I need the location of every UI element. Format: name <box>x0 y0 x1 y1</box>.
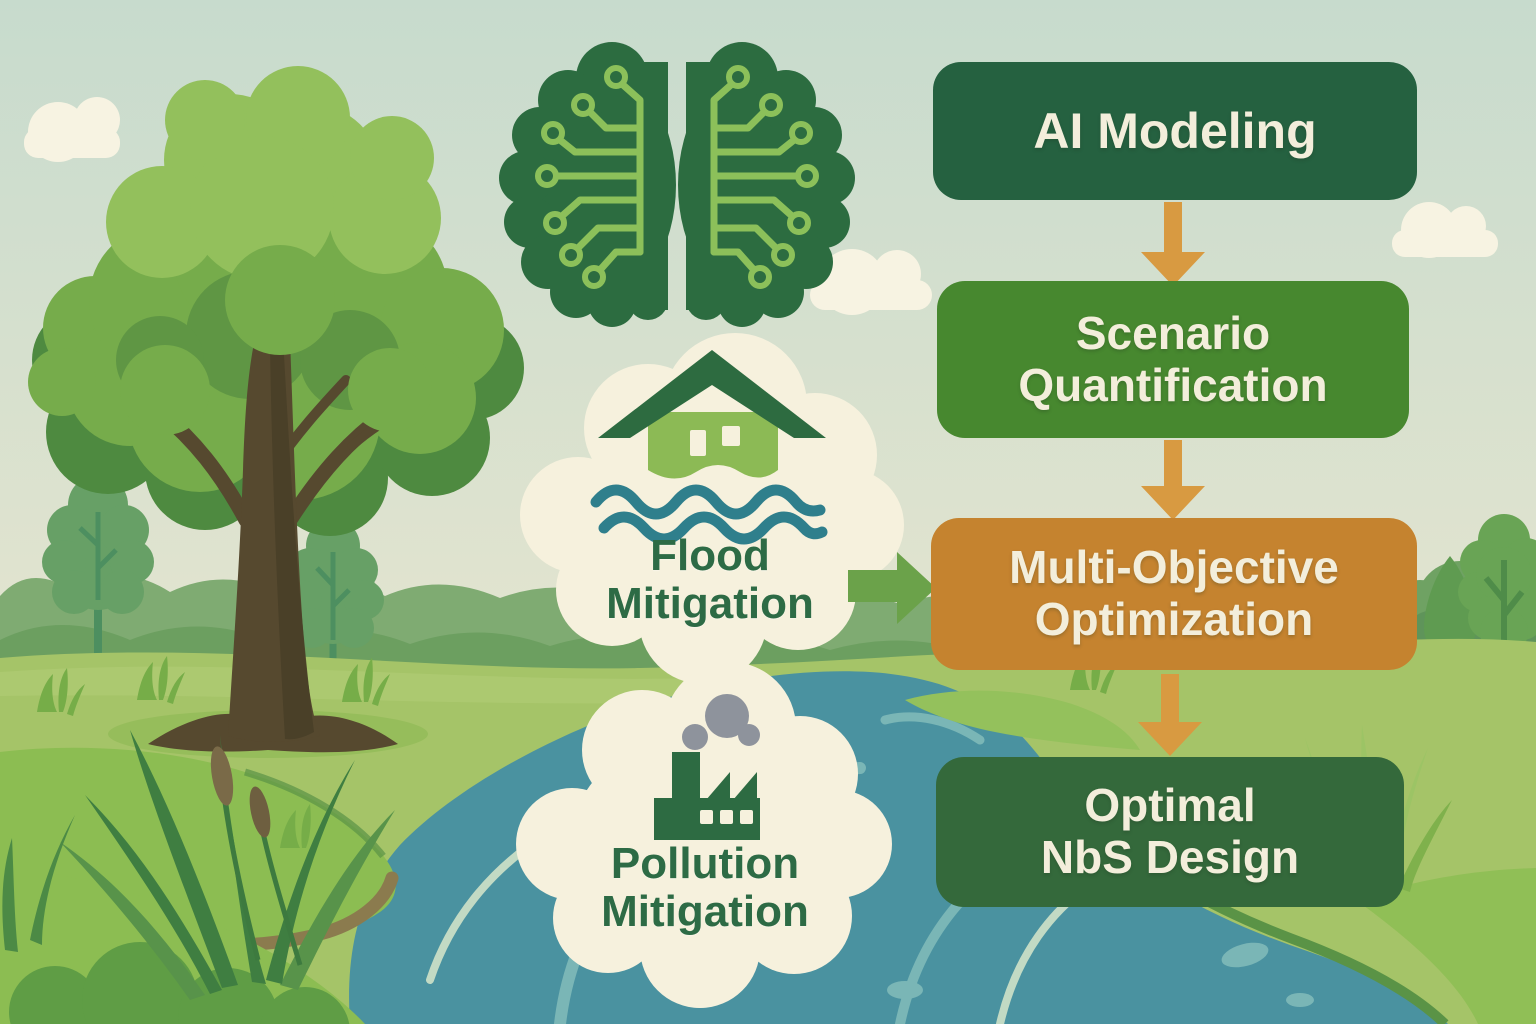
callout-label-line: Flood <box>650 531 770 580</box>
flow-step-label: Quantification <box>1018 358 1328 411</box>
flow-arrow-1 <box>1141 202 1205 286</box>
flow-step-multi-objective-optimization: Multi-Objective Optimization <box>931 518 1417 670</box>
cloud-icon <box>810 249 932 315</box>
big-tree <box>28 66 524 758</box>
flow-step-label: Optimization <box>1034 593 1314 645</box>
right-tree-round <box>1458 514 1536 656</box>
foreground-grass <box>0 730 395 1024</box>
grass-ledge <box>905 690 1140 750</box>
flooded-house-icon <box>590 350 828 545</box>
flow-step-label: NbS Design <box>1040 831 1300 883</box>
thought-cloud-pollution <box>516 662 892 1008</box>
callout-label-line: Pollution <box>610 839 800 888</box>
pollution-mitigation-label: Pollution Mitigation <box>535 840 875 935</box>
flood-mitigation-label: Flood Mitigation <box>555 532 865 627</box>
background-tree <box>42 475 154 668</box>
smoke-icon <box>682 694 760 750</box>
flow-arrow-2 <box>1141 440 1205 520</box>
brain-circuit-icon <box>499 42 855 327</box>
flow-step-label: Optimal <box>1084 779 1256 832</box>
sky-cloud-icons <box>24 97 1498 315</box>
flow-arrows <box>1138 202 1205 756</box>
flow-step-ai-modeling: AI Modeling <box>933 62 1417 200</box>
cattail-icon <box>210 746 303 966</box>
flow-step-optimal-nbs-design: Optimal NbS Design <box>936 757 1404 907</box>
flow-step-label: Multi-Objective <box>1009 541 1339 594</box>
tree-canopy-front <box>120 245 432 435</box>
flow-arrow-3 <box>1138 674 1202 756</box>
cloud-icon <box>24 97 120 162</box>
flow-step-label: AI Modeling <box>1033 103 1317 159</box>
cloud-icon <box>1392 202 1498 258</box>
flood-waves-icon <box>590 484 828 545</box>
thought-cloud-flood <box>520 333 904 684</box>
flow-step-label: Scenario <box>1075 306 1271 359</box>
callout-label-line: Mitigation <box>601 886 809 936</box>
callout-label-line: Mitigation <box>606 578 814 628</box>
factory-smoke-icon <box>654 752 760 840</box>
flow-step-scenario-quantification: Scenario Quantification <box>937 281 1409 438</box>
flood-to-optimization-arrow <box>848 552 936 624</box>
